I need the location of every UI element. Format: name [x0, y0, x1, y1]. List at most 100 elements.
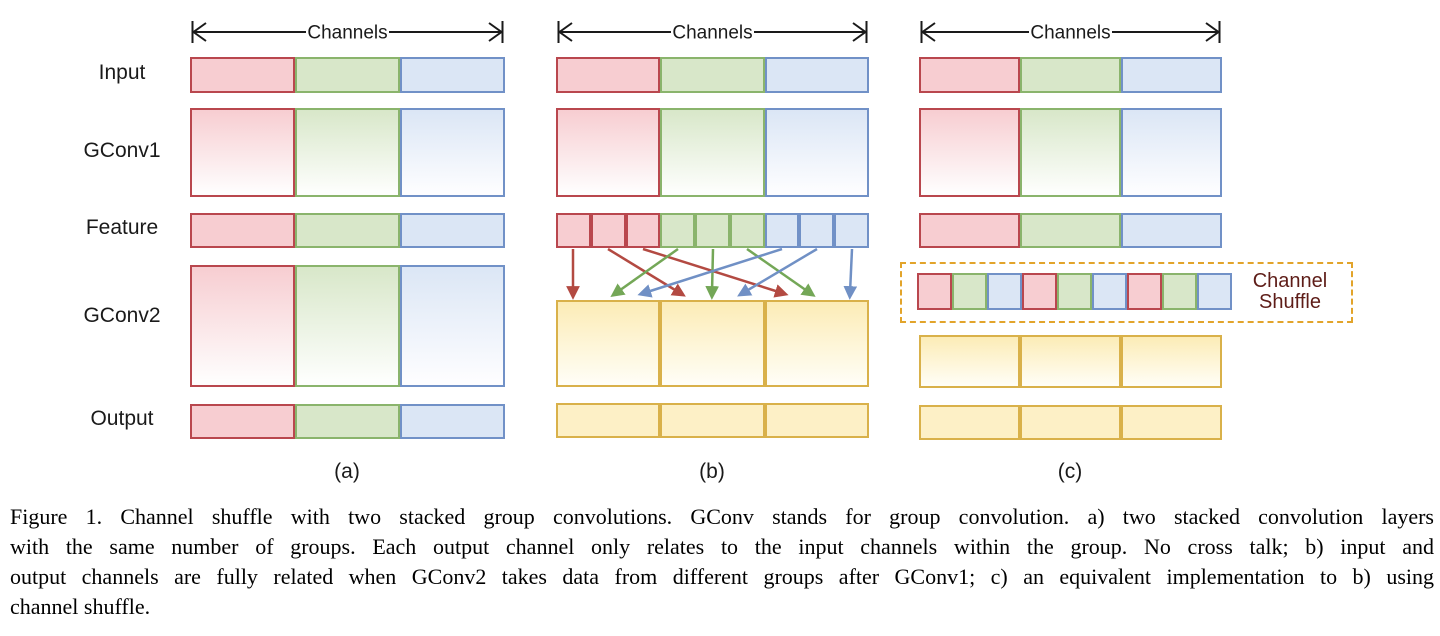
gconv-block-green — [295, 108, 400, 197]
channel-segment-red — [190, 57, 295, 93]
gconv-block-yellow-1 — [919, 335, 1020, 388]
caption-line-2: with the same number of groups. Each out… — [10, 534, 1434, 559]
panel-label-a: (a) — [334, 460, 360, 483]
panel-label-c: (c) — [1057, 460, 1083, 483]
arrow-blue-3 — [843, 248, 858, 300]
gconv-block-red — [190, 108, 295, 197]
figure-caption: Figure 1. Channel shuffle with two stack… — [10, 502, 1434, 622]
panel-b-output-bar — [556, 403, 869, 438]
arrow-blue-1 — [637, 248, 783, 298]
output-segment-yellow-3 — [1121, 405, 1222, 440]
feature-cell-red-1 — [556, 213, 591, 248]
gconv-block-green — [1020, 108, 1121, 197]
arrow-green-1 — [610, 248, 679, 297]
channel-segment-red — [190, 213, 295, 248]
channel-segment-green — [660, 57, 765, 93]
channel-segment-green — [1020, 213, 1121, 248]
channel-segment-red — [556, 57, 661, 93]
row-label-feature: Feature — [85, 216, 159, 239]
feature-cell-red-3 — [625, 213, 661, 248]
channel-shuffle-dashed-box: Channel Shuffle — [900, 262, 1353, 323]
gconv-block-yellow-3 — [764, 300, 869, 387]
output-segment-yellow-3 — [764, 403, 869, 438]
channel-segment-green — [1020, 57, 1121, 93]
panel-b-gconv1-blocks — [556, 108, 869, 197]
channel-segment-red — [919, 57, 1020, 93]
channel-shuffle-label-line1: Channel — [1252, 270, 1328, 292]
panel-c-input-bar — [919, 57, 1222, 93]
feature-cell-blue-1 — [764, 213, 800, 248]
gconv-block-yellow-3 — [1121, 335, 1222, 388]
arrow-blue-2 — [737, 248, 818, 297]
channels-label: Channels — [307, 23, 387, 44]
panel-c-output-bar — [919, 405, 1222, 440]
channel-shuffle-label: Channel Shuffle — [1230, 271, 1350, 313]
gconv-block-blue — [400, 265, 505, 387]
panel-a-gconv2-blocks — [190, 265, 505, 387]
channel-segment-blue — [764, 57, 869, 93]
channel-segment-blue — [400, 404, 505, 439]
gconv-block-yellow-2 — [660, 300, 765, 387]
gconv-block-green — [660, 108, 765, 197]
gconv-block-red — [190, 265, 295, 387]
shuffled-cell-red-3 — [1127, 273, 1162, 310]
feature-cell-green-2 — [695, 213, 730, 248]
panel-b-shuffle-arrows — [566, 248, 858, 300]
channels-arrow-panel-b: Channels — [557, 21, 868, 44]
shuffled-cell-blue-3 — [1197, 273, 1232, 310]
channels-label: Channels — [672, 23, 752, 44]
shuffled-cell-red-2 — [1022, 273, 1057, 310]
shuffled-cell-blue-2 — [1092, 273, 1127, 310]
channel-segment-green — [295, 57, 400, 93]
row-label-output: Output — [90, 407, 154, 430]
panel-c-gconv1-blocks — [919, 108, 1222, 197]
gconv-block-blue — [1121, 108, 1222, 197]
panel-a-feature-bar — [190, 213, 505, 248]
channel-segment-blue — [1121, 57, 1222, 93]
caption-line-3: output channels are fully related when G… — [10, 564, 1434, 589]
feature-cell-green-1 — [660, 213, 696, 248]
caption-line-4: channel shuffle. — [10, 594, 151, 619]
shuffled-cell-green-2 — [1057, 273, 1092, 310]
output-segment-yellow-1 — [556, 403, 661, 438]
panel-c-gconv2-blocks — [919, 335, 1222, 388]
channel-segment-blue — [400, 213, 505, 248]
gconv-block-red — [919, 108, 1020, 197]
panel-c-feature-bar — [919, 213, 1222, 248]
panel-b-feature-cells — [556, 213, 870, 248]
channel-shuffle-label-line2: Shuffle — [1259, 291, 1321, 313]
gconv-block-blue — [400, 108, 505, 197]
panel-a-input-bar — [190, 57, 505, 93]
shuffled-cell-green-3 — [1162, 273, 1197, 310]
channel-segment-blue — [1121, 213, 1222, 248]
feature-cell-red-2 — [590, 213, 626, 248]
channel-segment-red — [190, 404, 295, 439]
shuffled-cell-blue-1 — [987, 273, 1022, 310]
panel-a-gconv1-blocks — [190, 108, 505, 197]
gconv-block-yellow-2 — [1020, 335, 1121, 388]
caption-line-1: Figure 1. Channel shuffle with two stack… — [10, 504, 1434, 529]
gconv-block-green — [295, 265, 400, 387]
output-segment-yellow-2 — [1020, 405, 1121, 440]
channel-segment-green — [295, 404, 400, 439]
row-label-gconv1: GConv1 — [83, 139, 161, 162]
channel-segment-green — [295, 213, 400, 248]
row-label-gconv2: GConv2 — [83, 304, 161, 327]
feature-cell-blue-2 — [799, 213, 835, 248]
output-segment-yellow-1 — [919, 405, 1020, 440]
channel-segment-blue — [400, 57, 505, 93]
output-segment-yellow-2 — [660, 403, 765, 438]
channels-label: Channels — [1030, 23, 1110, 44]
panel-c-shuffled-bar — [917, 273, 1232, 310]
shuffled-cell-green-1 — [952, 273, 987, 310]
panel-label-b: (b) — [699, 460, 725, 483]
gconv-block-yellow-1 — [556, 300, 661, 387]
channels-arrow-panel-a: Channels — [191, 21, 504, 44]
feature-cell-green-3 — [729, 213, 765, 248]
channel-segment-red — [919, 213, 1020, 248]
panel-a-output-bar — [190, 404, 505, 439]
shuffled-cell-red-1 — [917, 273, 952, 310]
channels-arrow-panel-c: Channels — [920, 21, 1221, 44]
panel-b-gconv2-blocks — [556, 300, 869, 387]
